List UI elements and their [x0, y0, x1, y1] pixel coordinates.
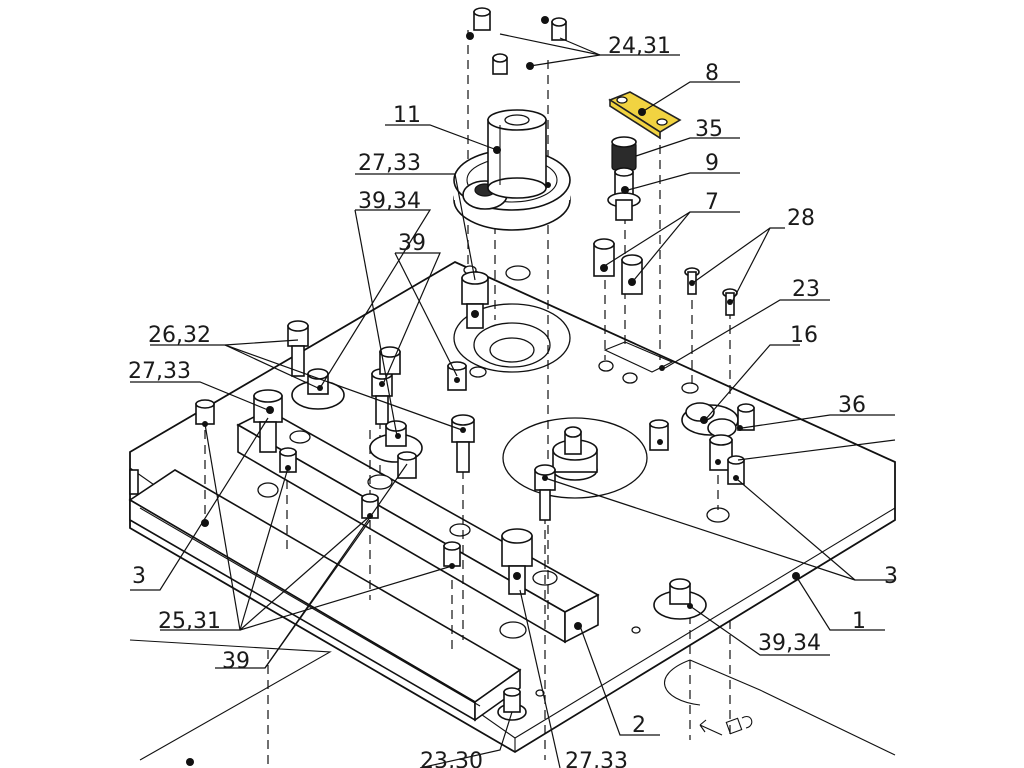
callout-36: 36	[838, 393, 866, 418]
callout-25-31: 25,31	[158, 609, 221, 634]
callout-11: 11	[393, 103, 421, 128]
view-indicator-icon	[699, 716, 753, 736]
callout-39-top: 39	[398, 231, 426, 256]
screws-part-28	[684, 267, 738, 316]
callout-8: 8	[705, 61, 719, 86]
callout-27-33-top: 27,33	[358, 151, 421, 176]
callout-27-33-left: 27,33	[128, 359, 191, 384]
bearing-recess-upper	[453, 303, 571, 373]
callout-2: 2	[632, 713, 646, 738]
callout-7: 7	[705, 190, 719, 215]
callout-23: 23	[792, 277, 820, 302]
cap-screws	[129, 271, 800, 766]
screws-24-31	[466, 7, 567, 75]
leader-lines	[130, 33, 896, 768]
callout-1: 1	[852, 609, 866, 634]
callout-labels: 24,31 8 11 35 27,33 9 39,34 7 28 39 23 2…	[128, 34, 898, 768]
spindle-housing-part-11	[453, 109, 571, 231]
pin-part-9	[607, 167, 641, 221]
callout-3-right: 3	[884, 564, 898, 589]
callout-39-34-left: 39,34	[358, 189, 421, 214]
callout-28: 28	[787, 206, 815, 231]
callout-16: 16	[790, 323, 818, 348]
gear-cluster-part-16-36	[649, 402, 755, 485]
bearing-recess-lower	[502, 417, 648, 499]
slot-bracket	[603, 341, 674, 373]
callout-27-33-bottom: 27,33	[565, 749, 628, 768]
spring-part-35	[611, 136, 637, 171]
callout-39-34-bottom: 39,34	[758, 631, 821, 656]
callout-39-bottom: 39	[222, 649, 250, 674]
callout-26-32: 26,32	[148, 323, 211, 348]
assembly-axis-lines	[204, 30, 731, 768]
link-plate-part-8	[608, 91, 682, 140]
callout-3-left: 3	[132, 564, 146, 589]
callout-23-30: 23,30	[420, 749, 483, 768]
callout-24-31: 24,31	[608, 34, 671, 59]
lower-plate	[129, 639, 896, 761]
rail-part-3	[128, 469, 522, 722]
callout-35: 35	[695, 117, 723, 142]
callout-9: 9	[705, 151, 719, 176]
